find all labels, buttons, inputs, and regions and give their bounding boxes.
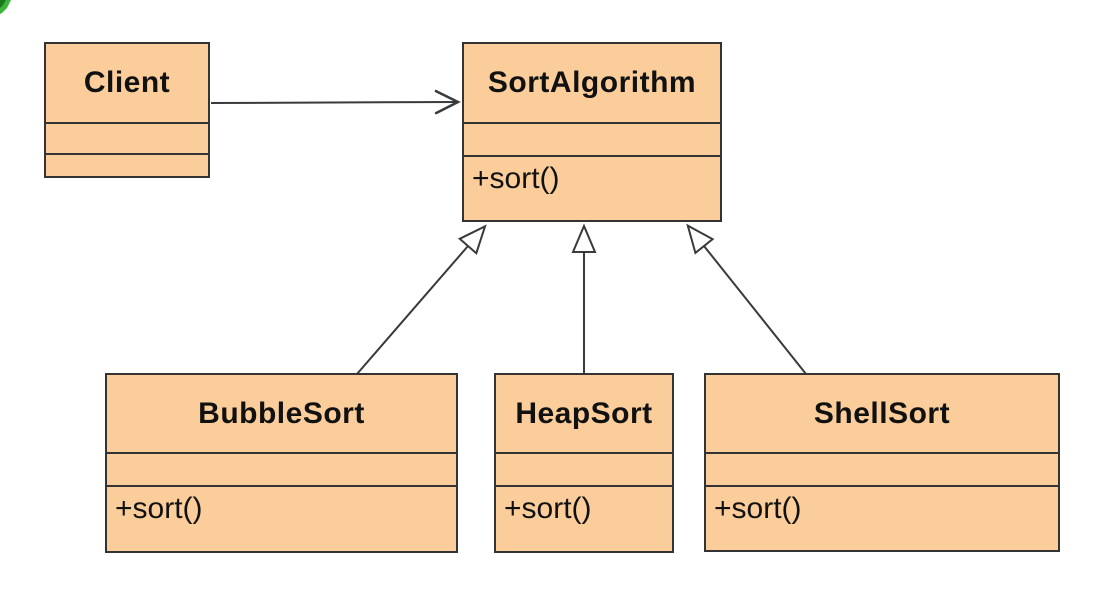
class-name: HeapSort xyxy=(515,396,653,430)
class-attributes-compartment xyxy=(107,452,456,485)
class-attributes-compartment xyxy=(496,452,672,485)
class-name: SortAlgorithm xyxy=(487,66,697,99)
corner-artifact xyxy=(0,0,11,14)
corner-artifact-shadow xyxy=(0,0,6,8)
class-attributes-compartment xyxy=(706,452,1058,485)
class-attributes-compartment xyxy=(464,122,720,155)
class-operations-compartment: +sort() xyxy=(464,155,720,220)
generalization-bubblesort-to-sortalgorithm xyxy=(356,224,487,375)
class-box-heapsort: HeapSort +sort() xyxy=(494,373,674,553)
class-operations-compartment xyxy=(46,153,208,176)
class-box-shellsort: ShellSort +sort() xyxy=(704,373,1060,552)
class-box-sortalgorithm: SortAlgorithm +sort() xyxy=(462,42,722,222)
class-box-bubblesort: BubbleSort +sort() xyxy=(105,373,458,553)
association-client-to-sortalgorithm xyxy=(210,89,461,115)
class-name: Client xyxy=(83,66,171,99)
class-name: BubbleSort xyxy=(198,396,365,430)
class-name: ShellSort xyxy=(813,396,951,430)
generalization-shellsort-to-sortalgorithm xyxy=(686,223,807,375)
class-attributes-compartment xyxy=(46,122,208,153)
class-operations-compartment: +sort() xyxy=(706,485,1058,550)
class-box-client: Client xyxy=(44,42,210,178)
class-operations-compartment: +sort() xyxy=(496,485,672,551)
class-operations-compartment: +sort() xyxy=(107,485,456,551)
